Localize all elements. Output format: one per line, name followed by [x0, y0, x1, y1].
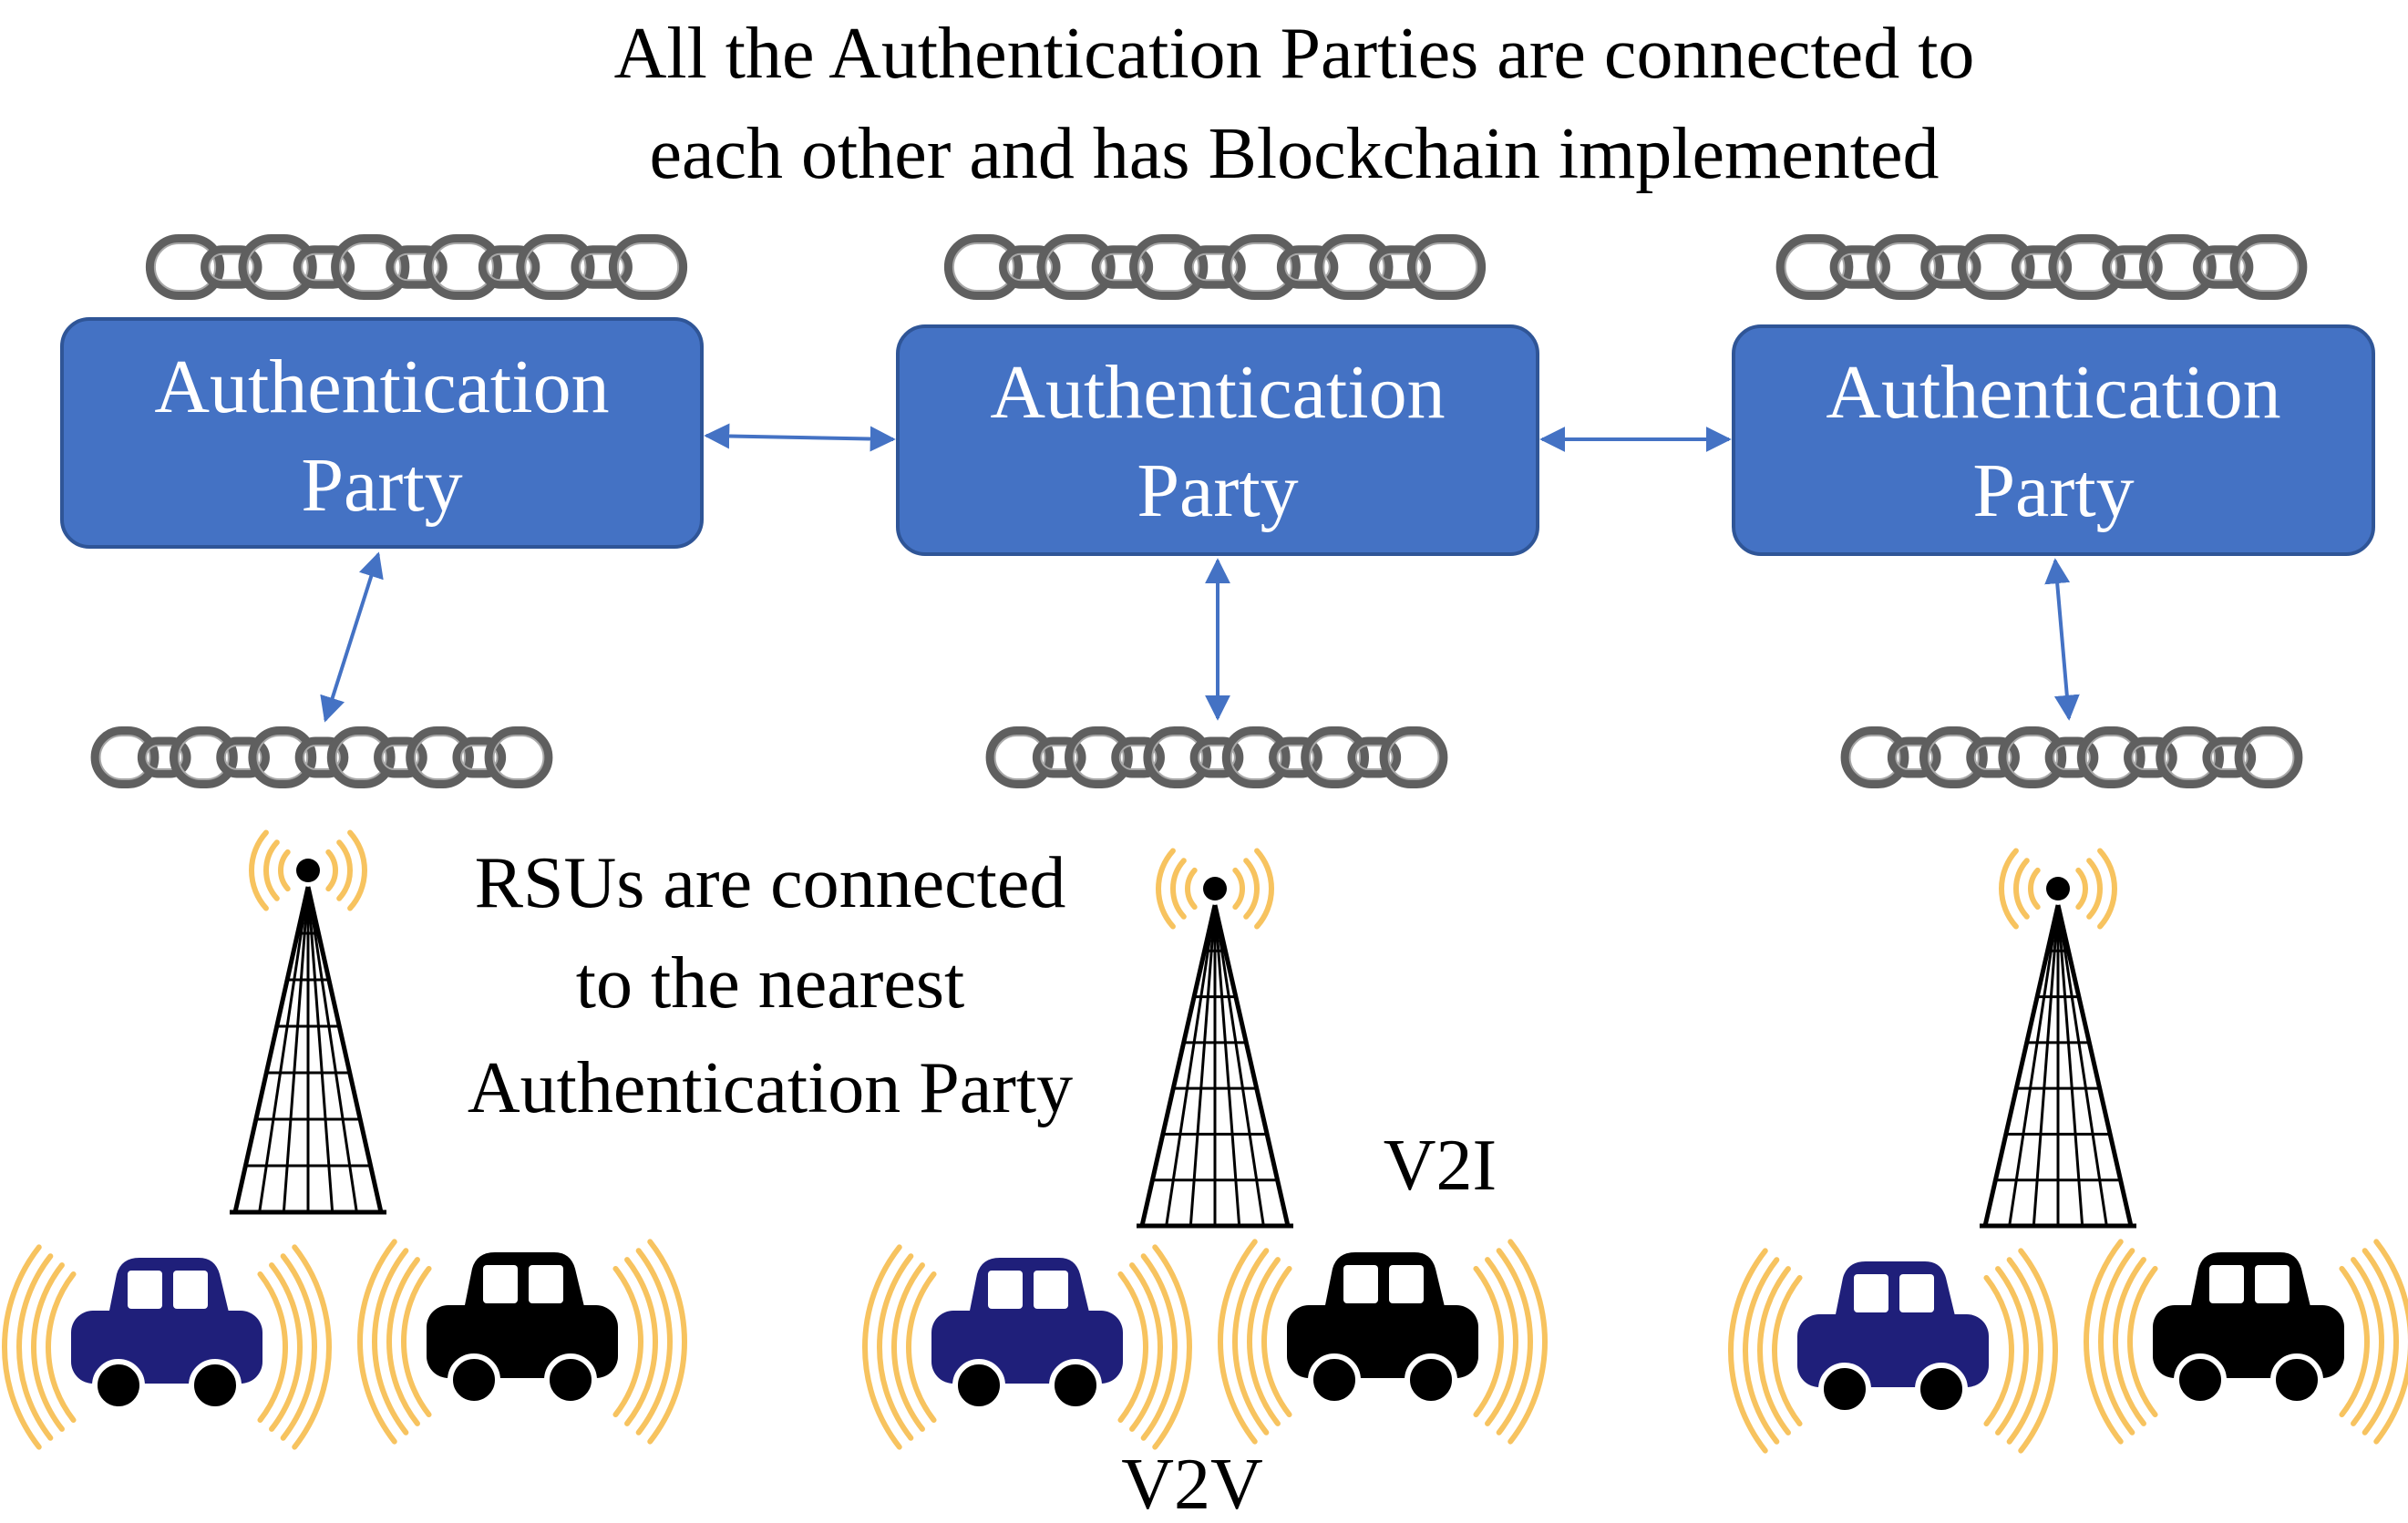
authentication-party-3: Authentication Party — [1732, 324, 2375, 556]
rsu-note-line-2: to the nearest — [576, 943, 964, 1024]
authentication-party-2: Authentication Party — [896, 324, 1539, 556]
signal-wave-icon — [2083, 1239, 2408, 1445]
signal-wave-icon — [1156, 848, 1274, 930]
signal-wave-icon — [1999, 848, 2117, 930]
car-icon — [861, 1244, 1193, 1450]
arrow-party1-party2 — [704, 423, 896, 452]
rsu-tower-icon — [230, 829, 386, 1215]
car-icon — [1217, 1239, 1549, 1445]
car-icon — [1, 1244, 333, 1450]
signal-wave-icon — [861, 1244, 1193, 1450]
rsu-note-line-3: Authentication Party — [468, 1048, 1073, 1128]
party-2-label-line-1: Authentication — [990, 350, 1445, 435]
party-2-label-line-2: Party — [1137, 448, 1298, 533]
rsu-note-line-1: RSUs are connected — [475, 843, 1066, 923]
rsu-tower-icon — [1137, 848, 1293, 1229]
blockchain-chain-icon — [90, 726, 553, 788]
v2v-label: V2V — [1121, 1445, 1263, 1523]
blockchain-chain-icon — [985, 726, 1448, 788]
v2i-label: V2I — [1384, 1126, 1497, 1206]
arrow-party3-rsu3 — [2044, 558, 2080, 721]
party-3-label-line-1: Authentication — [1826, 350, 2280, 435]
connection-arrows — [320, 423, 2080, 723]
rsu-towers — [230, 829, 2136, 1229]
rsu-tower-icon — [1980, 848, 2136, 1229]
blockchain-chain-icon — [145, 234, 688, 300]
blockchain-chains — [90, 234, 2308, 788]
blockchain-chain-icon — [1775, 234, 2308, 300]
signal-wave-icon — [249, 829, 367, 911]
blockchain-chain-icon — [943, 234, 1487, 300]
signal-wave-icon — [1727, 1248, 2059, 1454]
car-icon — [356, 1239, 688, 1445]
signal-wave-icon — [1, 1244, 333, 1450]
car-icon — [2083, 1239, 2408, 1445]
car-icon — [1727, 1248, 2059, 1454]
vehicles — [1, 1239, 2408, 1454]
header-line-2: each other and has Blockchain implemente… — [649, 114, 1939, 194]
blockchain-chain-icon — [1840, 726, 2303, 788]
signal-wave-icon — [1217, 1239, 1549, 1445]
signal-wave-icon — [356, 1239, 688, 1445]
authentication-party-1: Authentication Party — [60, 317, 704, 549]
arrow-party1-rsu1 — [320, 551, 384, 723]
party-3-label-line-2: Party — [1972, 448, 2134, 533]
header-line-1: All the Authentication Parties are conne… — [614, 14, 1975, 94]
party-1-label-line-1: Authentication — [154, 345, 609, 429]
party-1-label-line-2: Party — [301, 443, 462, 528]
